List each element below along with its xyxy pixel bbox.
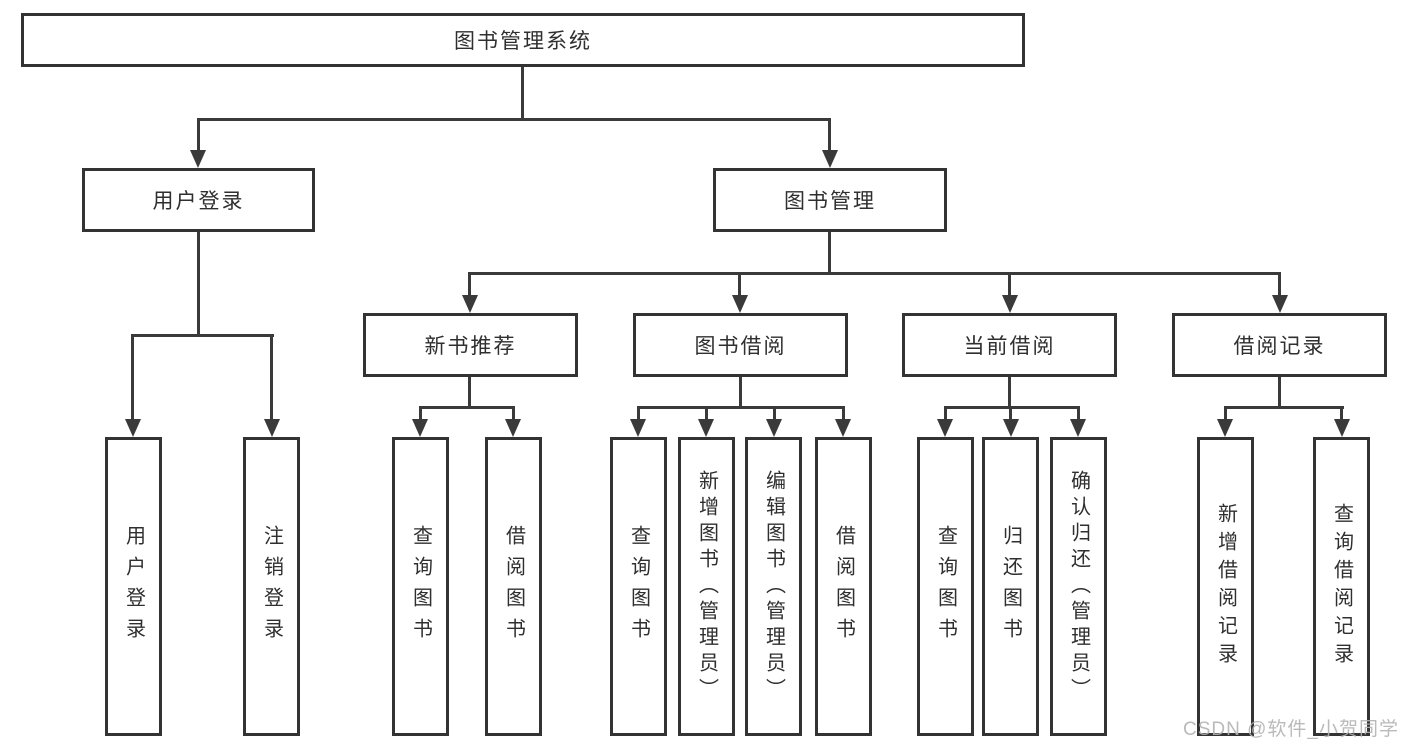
arrowhead-icon (1334, 419, 1350, 437)
connector-shaft (197, 118, 200, 152)
leaf-query-books-borrowing: 查询图书 (610, 437, 667, 736)
connector-shaft (773, 406, 776, 420)
leaf-query-books-recommend: 查询图书 (392, 437, 449, 736)
node-user-login: 用户登录 (82, 168, 315, 232)
connector-rail (419, 406, 515, 409)
node-label: 图书借阅 (694, 335, 787, 358)
node-label: 查询图书 (409, 524, 432, 649)
arrowhead-icon (766, 419, 782, 437)
connector-stem (1008, 377, 1011, 408)
node-label: 借阅记录 (1233, 335, 1326, 358)
connector-shaft (131, 334, 134, 420)
connector-stem (1278, 377, 1281, 408)
connector-shaft (637, 406, 640, 420)
arrowhead-icon (125, 419, 141, 437)
node-label: 图书管理 (784, 190, 876, 213)
connector-stem (739, 377, 742, 408)
connector-root-rail (197, 118, 831, 121)
leaf-add-books-admin: 新增图书（管理员） (678, 437, 735, 736)
node-borrowing-records: 借阅记录 (1172, 313, 1387, 377)
node-label: 归还图书 (999, 524, 1022, 649)
node-label: 借阅图书 (832, 524, 855, 649)
connector-shaft (1008, 272, 1011, 296)
leaf-query-books-current: 查询图书 (917, 437, 974, 736)
arrowhead-icon (1272, 295, 1288, 313)
node-library-management-system: 图书管理系统 (21, 13, 1025, 67)
leaf-confirm-return-admin: 确认归还（管理员） (1050, 437, 1107, 736)
arrowhead-icon (1070, 419, 1086, 437)
connector-shaft (1224, 406, 1227, 420)
connector-shaft (1278, 272, 1281, 296)
node-label: 图书管理系统 (454, 30, 592, 53)
node-label: 查询借阅记录 (1330, 502, 1353, 671)
watermark: CSDN @软件_小贺同学 (1183, 719, 1399, 740)
node-label: 注销登录 (260, 524, 283, 649)
connector-root-stem (521, 67, 524, 120)
leaf-user-login: 用户登录 (105, 437, 162, 736)
arrowhead-icon (462, 295, 478, 313)
arrowhead-icon (505, 419, 521, 437)
leaf-borrow-books-borrowing: 借阅图书 (815, 437, 872, 736)
node-label: 编辑图书（管理员） (762, 469, 785, 704)
leaf-edit-books-admin: 编辑图书（管理员） (745, 437, 802, 736)
connector-shaft (738, 272, 741, 296)
connector-shaft (828, 118, 831, 152)
connector-shaft (512, 406, 515, 420)
arrowhead-icon (732, 295, 748, 313)
node-book-management: 图书管理 (713, 168, 947, 232)
arrowhead-icon (1002, 295, 1018, 313)
arrowhead-icon (822, 150, 838, 168)
connector-rail (468, 272, 1281, 275)
arrowhead-icon (1217, 419, 1233, 437)
node-label: 借阅图书 (502, 524, 525, 649)
arrowhead-icon (698, 419, 714, 437)
arrowhead-icon (412, 419, 428, 437)
node-label: 新书推荐 (424, 335, 517, 358)
node-label: 查询图书 (627, 524, 650, 649)
arrowhead-icon (630, 419, 646, 437)
node-book-borrowing: 图书借阅 (633, 313, 848, 377)
arrowhead-icon (1003, 419, 1019, 437)
connector-shaft (1340, 406, 1343, 420)
connector-stem (468, 377, 471, 408)
arrowhead-icon (835, 419, 851, 437)
connector-shaft (705, 406, 708, 420)
connector-shaft (1009, 406, 1012, 420)
node-label: 确认归还（管理员） (1067, 469, 1090, 704)
node-label: 新增借阅记录 (1214, 502, 1237, 671)
node-new-book-recommend: 新书推荐 (363, 313, 578, 377)
leaf-borrow-books-recommend: 借阅图书 (485, 437, 542, 736)
node-label: 用户登录 (152, 190, 245, 213)
connector-shaft (842, 406, 845, 420)
node-label: 当前借阅 (963, 335, 1056, 358)
node-label: 新增图书（管理员） (695, 469, 718, 704)
node-label: 用户登录 (122, 524, 145, 649)
arrowhead-icon (937, 419, 953, 437)
connector-shaft (419, 406, 422, 420)
node-label: 查询图书 (934, 524, 957, 649)
leaf-logout: 注销登录 (243, 437, 300, 736)
connector-stem (197, 232, 200, 336)
connector-shaft (1077, 406, 1080, 420)
connector-rail (131, 334, 274, 337)
connector-stem (828, 232, 831, 274)
arrowhead-icon (190, 150, 206, 168)
connector-rail (1224, 406, 1344, 409)
connector-shaft (468, 272, 471, 296)
leaf-add-borrow-record: 新增借阅记录 (1197, 437, 1254, 736)
leaf-return-books: 归还图书 (982, 437, 1039, 736)
connector-shaft (944, 406, 947, 420)
leaf-query-borrow-record: 查询借阅记录 (1313, 437, 1370, 736)
connector-rail (637, 406, 844, 409)
node-current-borrowing: 当前借阅 (902, 313, 1117, 377)
connector-shaft (270, 334, 273, 420)
connector-rail (944, 406, 1080, 409)
arrowhead-icon (264, 419, 280, 437)
